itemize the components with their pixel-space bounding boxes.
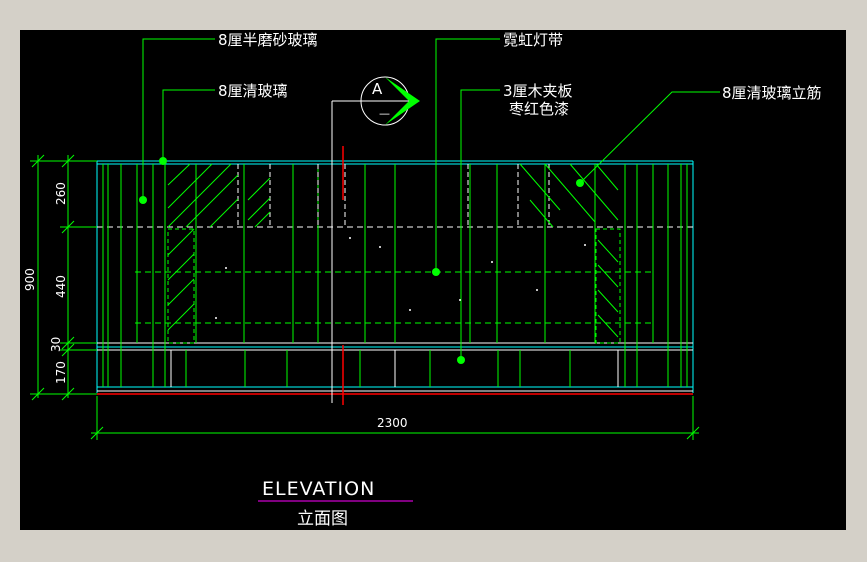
leader-dots: [139, 157, 584, 364]
label-clear-glass: 8厘清玻璃: [218, 82, 288, 100]
white-posts: [170, 101, 619, 403]
label-neon-strip: 霓虹灯带: [503, 31, 563, 49]
drawing-canvas: [20, 30, 846, 530]
label-glass-fin: 8厘清玻璃立筋: [722, 84, 822, 102]
section-marker-sheet: —: [379, 107, 390, 120]
dim-30: 30: [49, 337, 63, 352]
top-band-panels: [237, 164, 550, 227]
dim-440: 440: [54, 275, 68, 298]
drawing-title: ELEVATION 立面图: [258, 478, 413, 529]
frosted-glass-hatch: [167, 163, 619, 338]
dim-170: 170: [54, 361, 68, 384]
title-main: ELEVATION: [262, 478, 375, 500]
dim-900: 900: [23, 268, 37, 291]
annotation-labels: 8厘半磨砂玻璃 8厘清玻璃 霓虹灯带 3厘木夹板 枣红色漆 8厘清玻璃立筋: [218, 31, 822, 118]
label-plywood-line1: 3厘木夹板: [503, 82, 573, 100]
section-marker: A —: [332, 76, 420, 126]
glass-fins: [102, 164, 688, 387]
dim-2300: 2300: [377, 416, 408, 430]
dimension-lines: [30, 154, 700, 440]
section-marker-letter: A: [372, 80, 383, 98]
texture-dots: [215, 237, 586, 319]
dim-260: 260: [54, 182, 68, 205]
label-frosted-glass: 8厘半磨砂玻璃: [218, 31, 318, 49]
dimension-texts: 260 440 30 170 900 2300: [23, 182, 408, 430]
frosted-glass-frame: [167, 228, 621, 344]
leaders: [142, 38, 720, 360]
label-plywood-line2: 枣红色漆: [509, 100, 569, 118]
title-sub: 立面图: [297, 509, 348, 529]
